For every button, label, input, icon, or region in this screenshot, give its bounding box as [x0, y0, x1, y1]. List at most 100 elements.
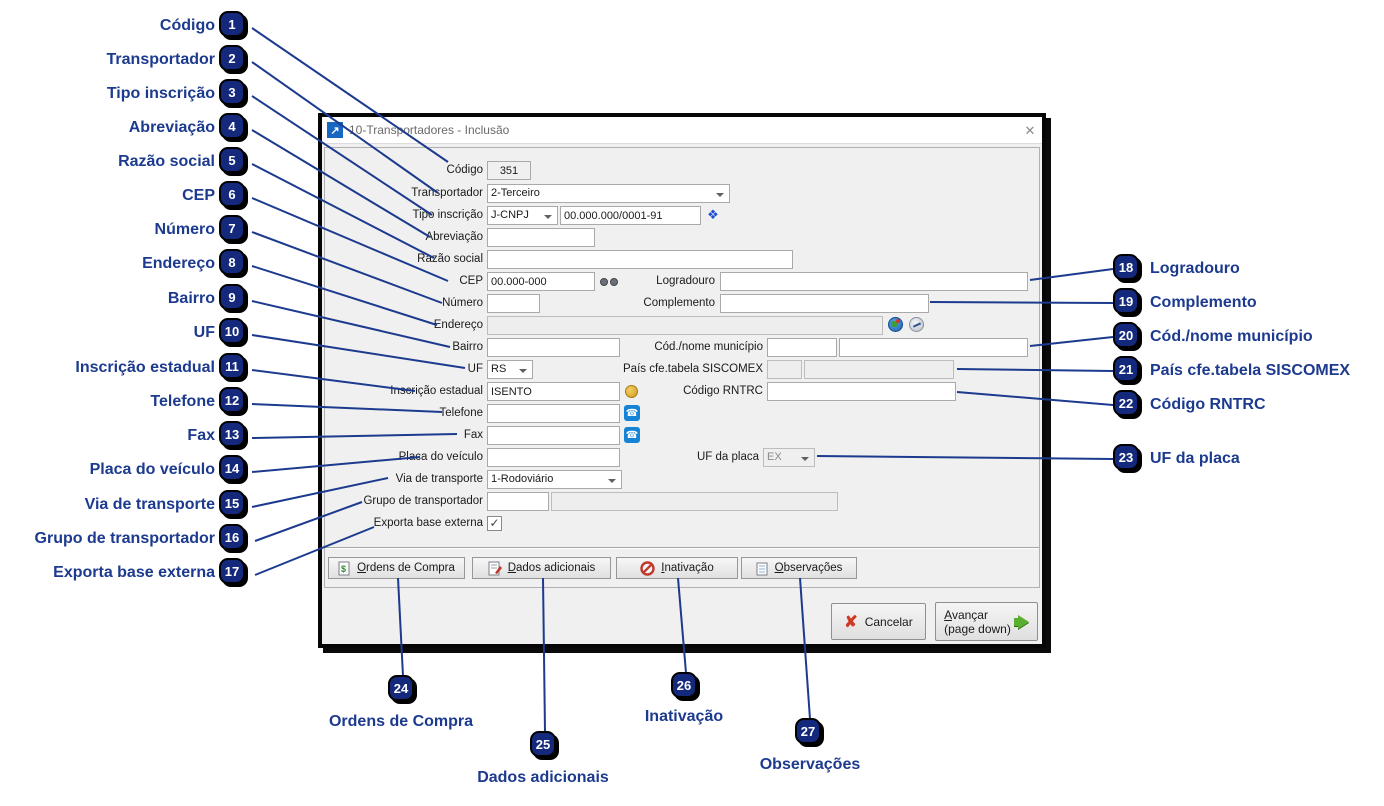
- callout-label-razao-social: Razão social: [118, 153, 215, 170]
- coin-icon[interactable]: [625, 385, 638, 398]
- numero-label: Número: [442, 297, 483, 309]
- inativacao-label: Inativação: [661, 562, 714, 574]
- exporta-base-checkbox[interactable]: ✓: [487, 516, 502, 531]
- forward-arrow-icon: [1013, 614, 1029, 629]
- complemento-field[interactable]: [720, 294, 929, 313]
- callout-badge-13: 13: [219, 421, 245, 447]
- observacoes-button[interactable]: Observações: [741, 557, 857, 579]
- callout-badge-26: 26: [671, 672, 697, 698]
- abreviacao-label: Abreviação: [425, 231, 483, 243]
- municipio-nome-field[interactable]: [839, 338, 1028, 357]
- via-transporte-label: Via de transporte: [395, 473, 483, 485]
- callout-label-via-transporte: Via de transporte: [84, 496, 215, 513]
- compass-icon[interactable]: [909, 317, 924, 332]
- window-title: 10-Transportadores - Inclusão: [349, 123, 510, 137]
- logradouro-field[interactable]: [720, 272, 1028, 291]
- callout-badge-2: 2: [219, 45, 245, 71]
- rntrc-label: Código RNTRC: [683, 385, 763, 397]
- callout-badge-11: 11: [219, 353, 245, 379]
- inscricao-estadual-field[interactable]: [487, 382, 620, 401]
- ordens-de-compra-label: Ordens de Compra: [357, 562, 455, 574]
- endereco-label: Endereço: [433, 319, 483, 331]
- exporta-base-label: Exporta base externa: [373, 517, 483, 529]
- callout-label-inativacao: Inativação: [644, 708, 724, 725]
- callout-label-logradouro: Logradouro: [1150, 260, 1240, 277]
- avancar-button[interactable]: Avançar (page down): [935, 602, 1038, 641]
- tipo-inscricao-select[interactable]: J-CNPJ: [487, 206, 558, 225]
- inscricao-estadual-label: Inscrição estadual: [390, 385, 483, 397]
- callout-label-cep: CEP: [182, 187, 215, 204]
- callout-badge-23: 23: [1113, 444, 1139, 470]
- callout-label-grupo-transportador: Grupo de transportador: [34, 530, 215, 547]
- fax-field[interactable]: [487, 426, 620, 445]
- close-icon[interactable]: ✕: [1024, 123, 1036, 138]
- callout-badge-4: 4: [219, 113, 245, 139]
- razao-social-label: Razão social: [417, 253, 483, 265]
- fax-phone-icon[interactable]: ☎: [624, 427, 640, 443]
- cancelar-button[interactable]: ✘ Cancelar: [831, 603, 926, 640]
- callout-label-codigo: Código: [159, 17, 215, 34]
- callout-label-exporta-base: Exporta base externa: [53, 564, 215, 581]
- notes-icon: [756, 562, 768, 575]
- numero-field[interactable]: [487, 294, 540, 313]
- callout-badge-16: 16: [219, 524, 245, 550]
- callout-label-uf-placa: UF da placa: [1150, 450, 1240, 467]
- map-globe-icon[interactable]: [888, 317, 903, 332]
- codigo-field[interactable]: [487, 161, 531, 180]
- callout-label-pais-siscomex: País cfe.tabela SISCOMEX: [1150, 362, 1351, 379]
- callout-label-transportador: Transportador: [106, 51, 215, 68]
- callout-badge-17: 17: [219, 558, 245, 584]
- callout-label-abreviacao: Abreviação: [128, 119, 215, 136]
- callout-label-endereco: Endereço: [142, 255, 215, 272]
- ordens-de-compra-button[interactable]: $ Ordens de Compra: [328, 557, 465, 579]
- placa-label: Placa do veículo: [398, 451, 483, 463]
- svg-text:$: $: [341, 564, 346, 574]
- callout-badge-24: 24: [388, 675, 414, 701]
- transportador-label: Transportador: [411, 187, 483, 199]
- callout-label-bairro: Bairro: [167, 290, 215, 307]
- callout-badge-25: 25: [530, 731, 556, 757]
- uf-label: UF: [467, 363, 483, 375]
- transportadores-dialog: ↗ 10-Transportadores - Inclusão ✕ Código…: [318, 113, 1046, 648]
- callout-label-uf: UF: [193, 324, 215, 341]
- municipio-label: Cód./nome município: [654, 341, 763, 353]
- uf-select[interactable]: RS: [487, 360, 533, 379]
- cnpj-field[interactable]: [560, 206, 701, 225]
- municipio-codigo-field[interactable]: [767, 338, 837, 357]
- callout-label-fax: Fax: [187, 427, 215, 444]
- observacoes-label: Observações: [774, 562, 843, 574]
- codigo-label: Código: [446, 164, 483, 176]
- title-bar[interactable]: ↗ 10-Transportadores - Inclusão ✕: [322, 117, 1042, 144]
- purchase-orders-icon: $: [338, 561, 350, 575]
- bairro-field[interactable]: [487, 338, 620, 357]
- callout-badge-22: 22: [1113, 390, 1139, 416]
- callout-label-dados: Dados adicionais: [477, 769, 609, 786]
- grupo-transportador-label: Grupo de transportador: [363, 495, 483, 507]
- transportador-select[interactable]: 2-Terceiro: [487, 184, 730, 203]
- pais-codigo-field: [767, 360, 802, 379]
- grupo-nome-field: [551, 492, 838, 511]
- receita-federal-icon[interactable]: ❖: [707, 207, 719, 222]
- callout-badge-12: 12: [219, 387, 245, 413]
- dados-adicionais-button[interactable]: Dados adicionais: [472, 557, 611, 579]
- phone-icon[interactable]: ☎: [624, 405, 640, 421]
- cep-field[interactable]: [487, 272, 595, 291]
- rntrc-field[interactable]: [767, 382, 956, 401]
- via-transporte-select[interactable]: 1-Rodoviário: [487, 470, 622, 489]
- telefone-field[interactable]: [487, 404, 620, 423]
- additional-data-icon: [488, 561, 502, 575]
- bairro-label: Bairro: [452, 341, 483, 353]
- placa-field[interactable]: [487, 448, 620, 467]
- callout-badge-9: 9: [219, 284, 245, 310]
- callout-badge-1: 1: [219, 11, 245, 37]
- grupo-codigo-field[interactable]: [487, 492, 549, 511]
- search-cep-icon[interactable]: [600, 276, 618, 288]
- callout-label-placa: Placa do veículo: [89, 461, 215, 478]
- callout-badge-21: 21: [1113, 356, 1139, 382]
- uf-placa-select: EX: [763, 448, 815, 467]
- abreviacao-field[interactable]: [487, 228, 595, 247]
- callout-badge-7: 7: [219, 215, 245, 241]
- razao-social-field[interactable]: [487, 250, 793, 269]
- callout-label-telefone: Telefone: [150, 393, 215, 410]
- inativacao-button[interactable]: Inativação: [616, 557, 738, 579]
